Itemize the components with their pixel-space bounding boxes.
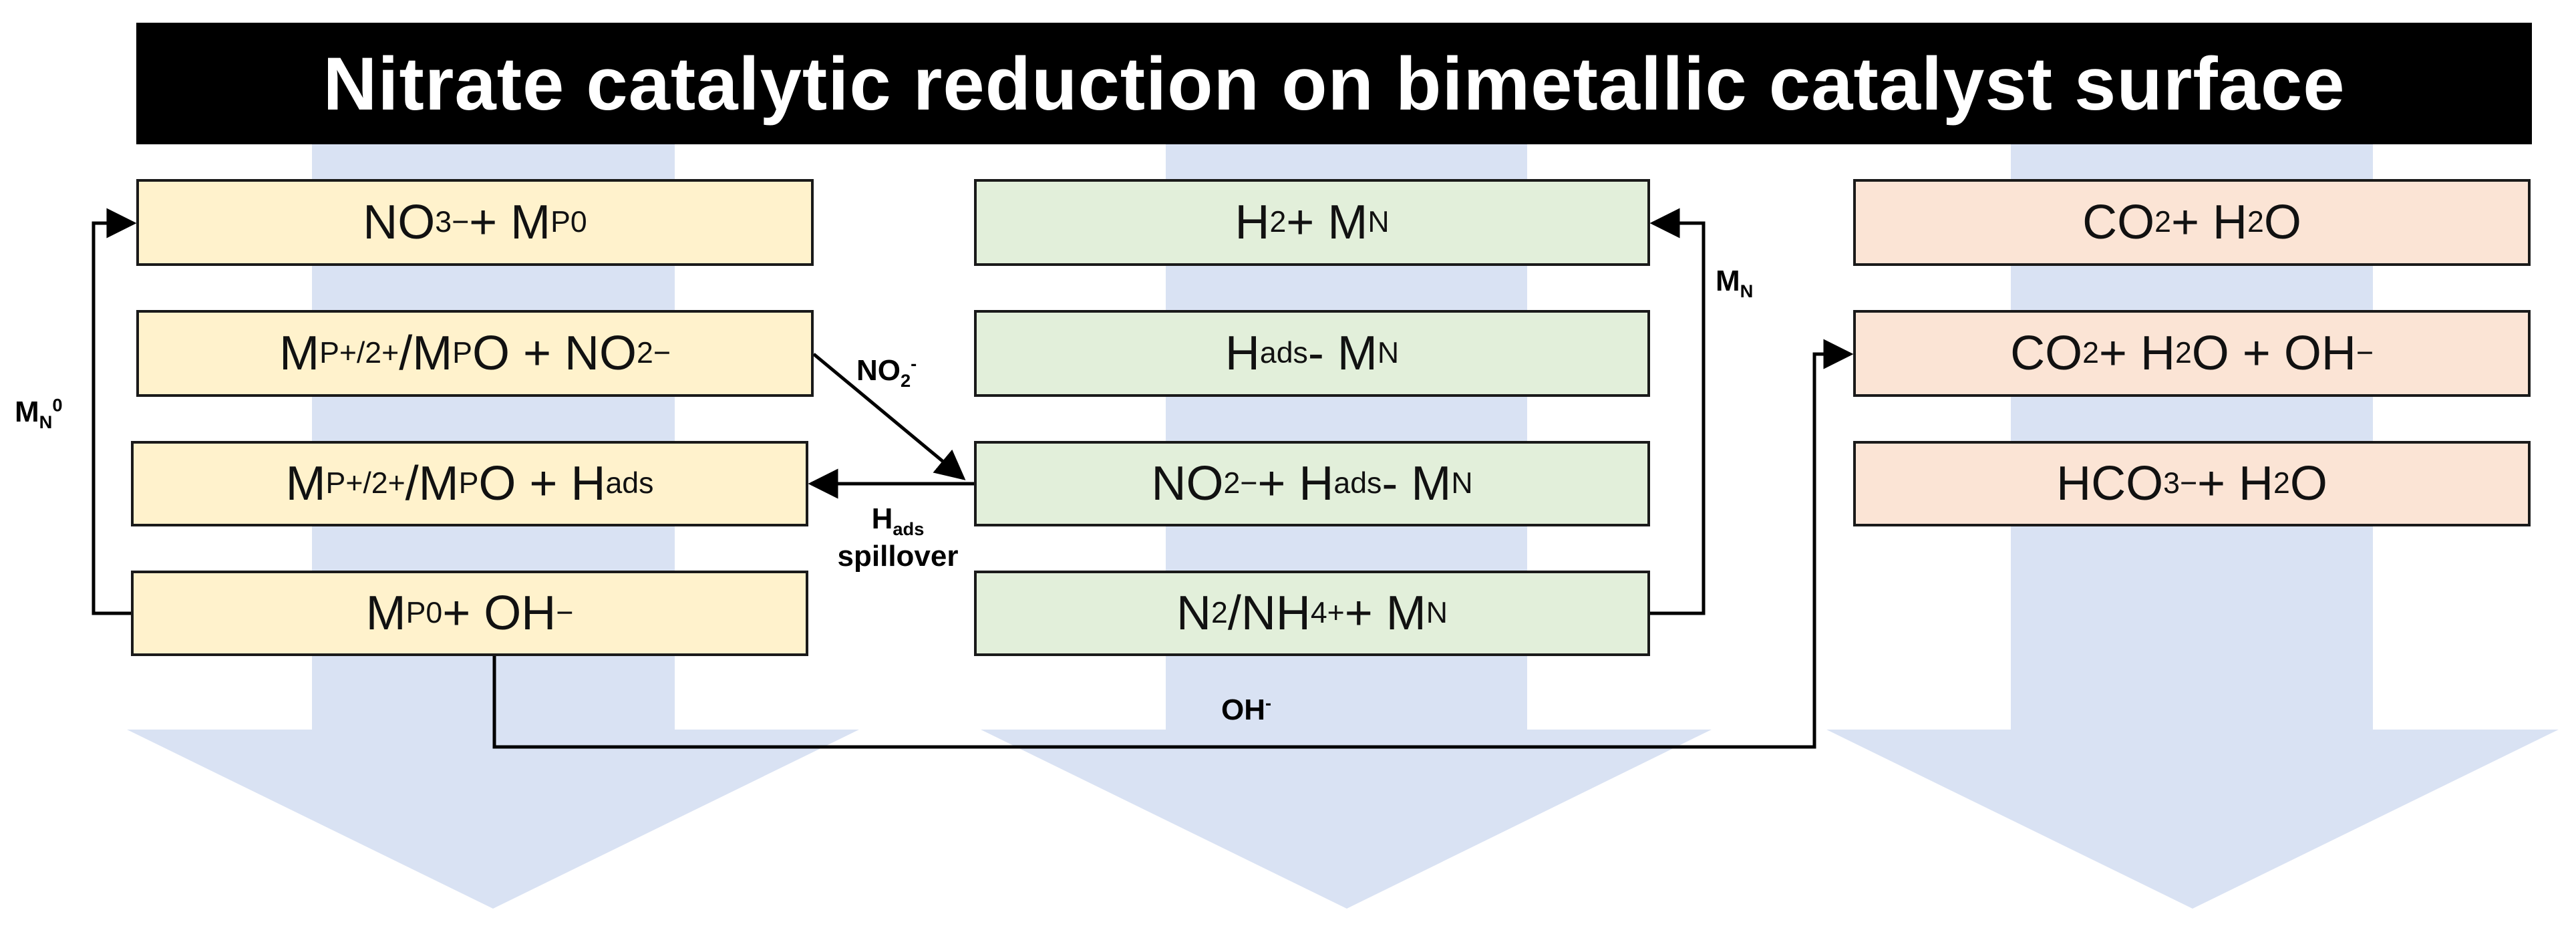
down-arrow-noble xyxy=(981,144,1712,909)
formula-part: NO xyxy=(856,354,901,387)
formula-part: + H xyxy=(2098,327,2175,380)
down-arrow-promoter xyxy=(127,144,859,909)
formula-part: - xyxy=(911,353,917,374)
formula-part: H xyxy=(871,502,893,535)
formula-part: O + H xyxy=(478,457,606,510)
formula-part: HCO xyxy=(2056,457,2164,510)
formula-part: + OH xyxy=(442,587,556,640)
formula-part: - M xyxy=(1307,327,1378,380)
formula-part: /M xyxy=(399,327,453,380)
label-mn: MN xyxy=(1716,265,1754,301)
formula-part: M xyxy=(365,587,406,640)
formula-part: H xyxy=(1225,327,1260,380)
diagram-title: Nitrate catalytic reduction on bimetalli… xyxy=(323,41,2346,126)
connector-mn-loop xyxy=(1649,208,1706,615)
formula-part: NO xyxy=(1151,457,1224,510)
formula-part: + H xyxy=(1257,457,1334,510)
connector-mn0-loop xyxy=(92,208,137,615)
formula-part: M xyxy=(15,396,39,428)
formula-part: N xyxy=(1740,280,1754,301)
formula-part: M xyxy=(279,327,320,380)
formula-part: /NH xyxy=(1227,587,1311,640)
formula-part: + M xyxy=(1344,587,1426,640)
formula-part: H xyxy=(1235,196,1270,249)
formula-part: + M xyxy=(469,196,551,249)
formula-part: spillover xyxy=(837,540,959,573)
formula-part: OH xyxy=(1221,693,1265,726)
connector-hydroxide-transfer xyxy=(492,339,1854,749)
formula-part: N xyxy=(1176,587,1211,640)
label-hads: Hads xyxy=(862,502,934,539)
label-spillover: spillover xyxy=(818,540,978,573)
connector-lines xyxy=(92,208,1854,749)
formula-part: M xyxy=(1716,265,1740,297)
formula-part: O xyxy=(2289,457,2327,510)
formula-part: - M xyxy=(1382,457,1452,510)
formula-part: N xyxy=(39,411,53,432)
formula-part: CO xyxy=(2082,196,2155,249)
formula-part: M xyxy=(285,457,326,510)
formula-part: 0 xyxy=(52,394,63,416)
title-bar: Nitrate catalytic reduction on bimetalli… xyxy=(136,23,2532,144)
formula-part: - xyxy=(1265,692,1272,714)
formula-part: + M xyxy=(1286,196,1368,249)
formula-part: + H xyxy=(2170,196,2248,249)
formula-part: ads xyxy=(893,518,925,539)
down-arrow-carbon xyxy=(1826,144,2559,909)
formula-part: 2 xyxy=(901,369,911,391)
formula-part: O + OH xyxy=(2191,327,2356,380)
down-arrow-group xyxy=(127,144,2559,909)
label-mn0: MN0 xyxy=(15,394,63,432)
formula-part: + H xyxy=(2197,457,2274,510)
formula-part: /M xyxy=(405,457,459,510)
formula-part: CO xyxy=(2010,327,2083,380)
formula-part: O xyxy=(2263,196,2301,249)
formula-part: O + NO xyxy=(472,327,637,380)
formula-part: NO xyxy=(363,196,436,249)
label-nitrite-transfer: NO2- xyxy=(856,353,917,390)
connector-nitrite-transfer xyxy=(812,353,966,480)
label-hydroxide-transfer: OH- xyxy=(1221,693,1271,727)
